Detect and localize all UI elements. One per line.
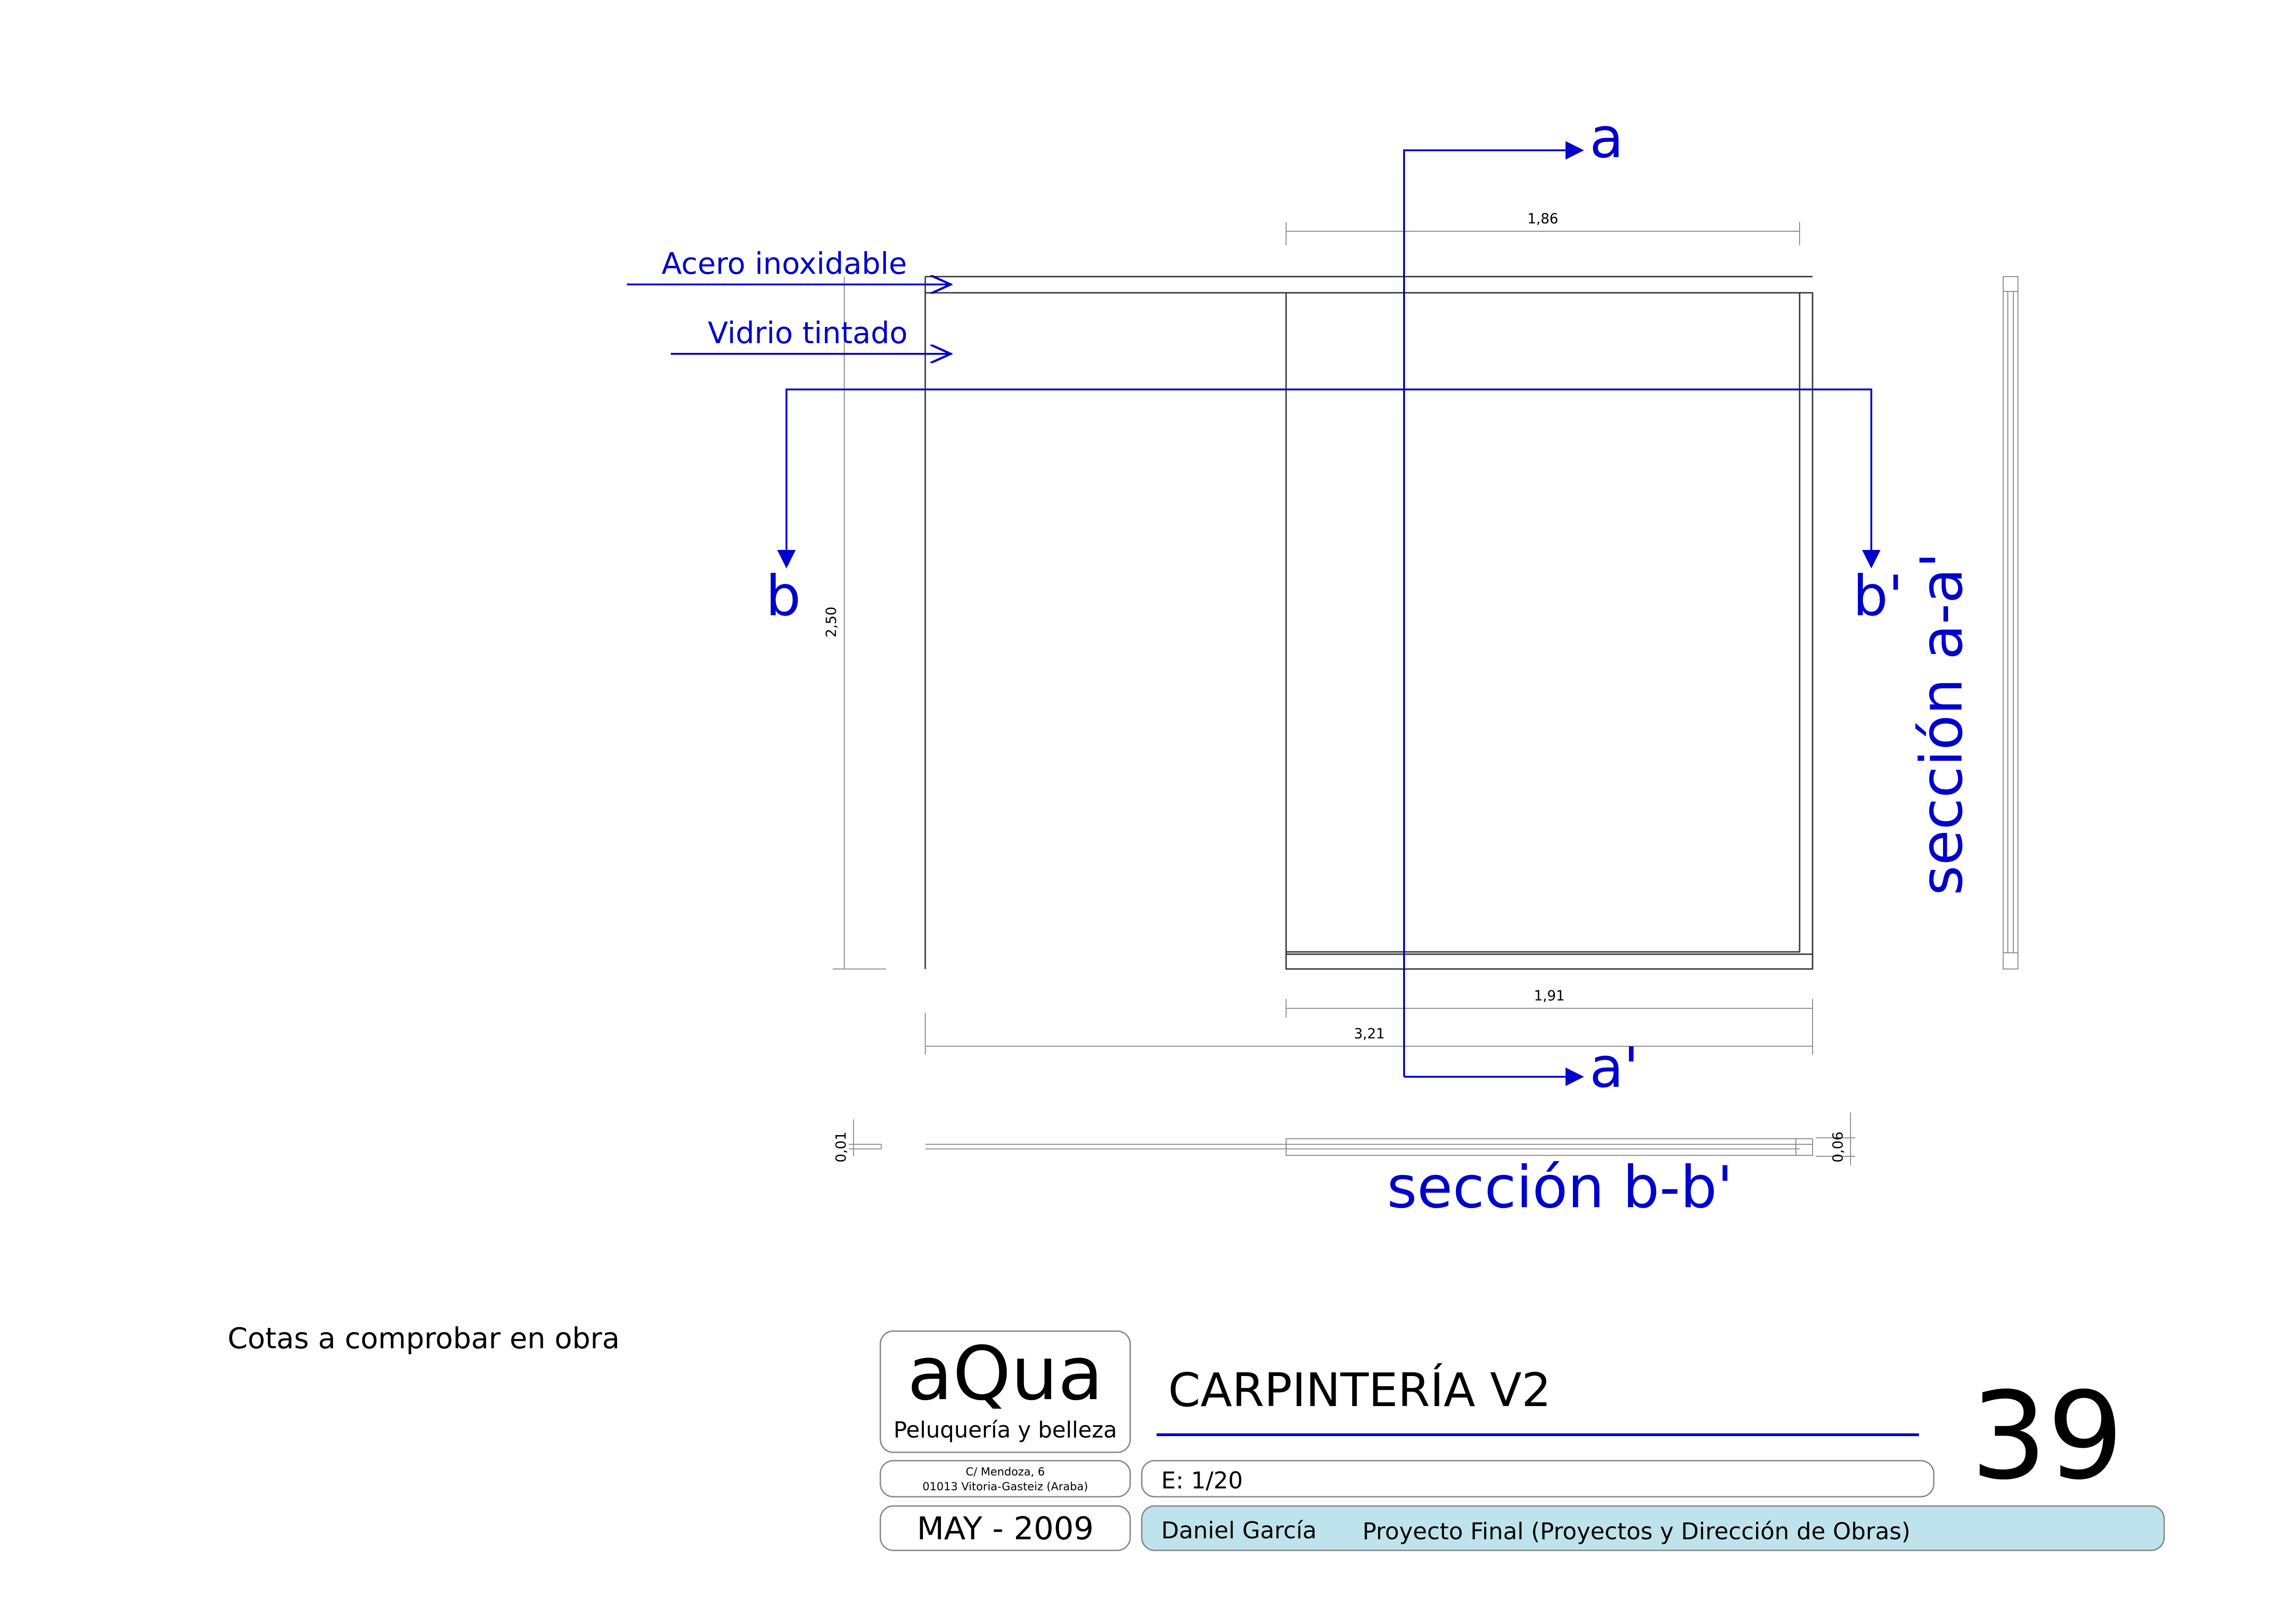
section-cut-lines: a a' b b'	[766, 106, 1903, 1100]
author-name: Daniel García	[1161, 1517, 1317, 1544]
section-aa-profile-outer	[2003, 276, 2018, 969]
dim-top-width-label: 1,86	[1528, 211, 1559, 227]
section-bb-view	[881, 1138, 1813, 1156]
section-bb-door-profile	[1286, 1138, 1813, 1156]
callout-steel-label: Acero inoxidable	[662, 247, 907, 281]
site-check-note: Cotas a comprobar en obra	[228, 1321, 620, 1355]
section-title-bb: sección b-b'	[1387, 1154, 1733, 1221]
section-mark-b: b	[766, 564, 801, 629]
dim-bottom-width-label: 1,91	[1534, 988, 1565, 1004]
dim-right-thickness-label: 0,06	[1830, 1132, 1846, 1163]
section-mark-a-prime: a'	[1590, 1036, 1639, 1100]
title-block: aQua Peluquería y belleza C/ Mendoza, 6 …	[879, 1330, 2165, 1551]
dimensions: 1,86 2,50 1,91 3,21 0,01 0,06	[823, 211, 1855, 1166]
address-line-2: 01013 Vitoria-Gasteiz (Araba)	[922, 1480, 1088, 1493]
address-box	[879, 1460, 1131, 1498]
callout-glass-label: Vidrio tintado	[708, 316, 908, 351]
drawing-date: MAY - 2009	[917, 1511, 1094, 1547]
material-callouts: Acero inoxidable Vidrio tintado	[627, 247, 951, 354]
dim-height-label: 2,50	[823, 607, 840, 638]
brand-subtitle: Peluquería y belleza	[893, 1417, 1117, 1443]
date-box	[879, 1505, 1131, 1551]
section-mark-a: a	[1590, 106, 1624, 171]
footer-band	[1141, 1505, 2165, 1551]
dim-left-thickness-label: 0,01	[833, 1132, 849, 1163]
drawing-title: CARPINTERÍA V2	[1168, 1363, 1551, 1417]
section-bb-right-profile	[1795, 1138, 1813, 1156]
cut-line-a	[1403, 141, 1584, 1077]
scale-box	[1141, 1460, 1935, 1498]
drawing-scale: E: 1/20	[1161, 1467, 1243, 1494]
section-aa-view	[2003, 276, 2018, 969]
section-title-aa: sección a-a'	[1908, 552, 1975, 895]
cut-line-b	[786, 389, 1872, 567]
brand-name: aQua	[907, 1330, 1103, 1417]
address-line-1: C/ Mendoza, 6	[966, 1465, 1045, 1478]
dim-total-width-label: 3,21	[1354, 1026, 1385, 1042]
brand-box	[879, 1330, 1131, 1453]
elevation-view	[924, 276, 1813, 970]
sheet-number: 39	[1971, 1367, 2124, 1506]
section-mark-b-prime: b'	[1853, 564, 1903, 629]
door-frame-inner	[1285, 292, 1801, 953]
door-frame-outer	[1285, 292, 1813, 970]
project-name: Proyecto Final (Proyectos y Dirección de…	[1362, 1518, 1911, 1545]
